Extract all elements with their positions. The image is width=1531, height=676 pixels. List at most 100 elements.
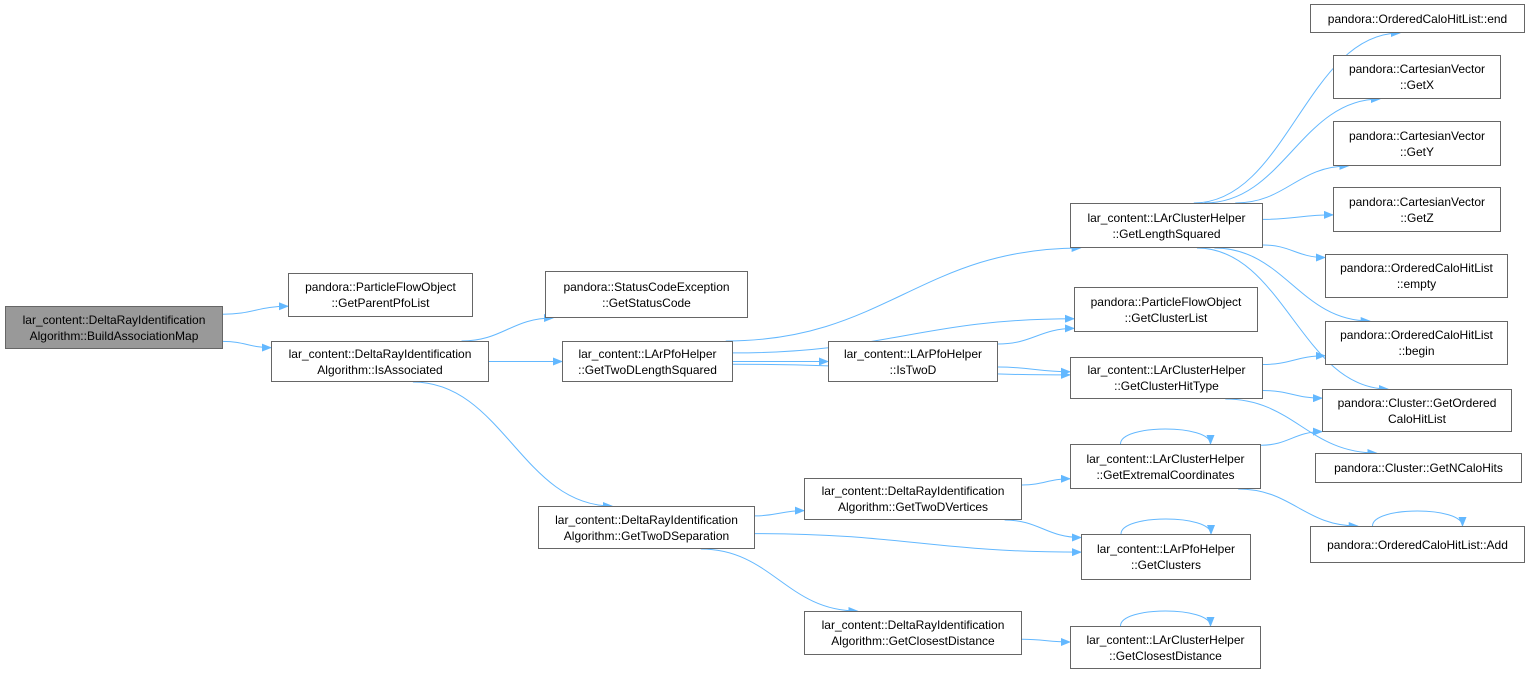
function-node-n18[interactable]: pandora::CartesianVector::GetZ (1333, 187, 1501, 232)
call-edge (754, 506, 805, 517)
function-node-n19[interactable]: pandora::OrderedCaloHitList::empty (1325, 254, 1508, 298)
call-edge (1260, 427, 1323, 446)
call-edge (1262, 210, 1334, 220)
function-node-label: pandora::OrderedCaloHitList (1340, 328, 1493, 342)
function-node-label: Algorithm::GetClosestDistance (831, 634, 995, 648)
call-edge (1262, 390, 1323, 403)
function-node-n16[interactable]: pandora::CartesianVector::GetX (1333, 55, 1501, 99)
call-edge (1204, 95, 1381, 204)
function-node-label: ::GetX (1399, 78, 1434, 92)
function-node-label: pandora::OrderedCaloHitList (1340, 261, 1493, 275)
call-edge (1372, 510, 1467, 527)
function-node-label: pandora::ParticleFlowObject (305, 280, 456, 294)
function-node-n13[interactable]: lar_content::LArPfoHelper::GetClusters (1081, 534, 1251, 580)
function-node-label: pandora::CartesianVector (1348, 62, 1486, 76)
call-edge (1214, 247, 1371, 325)
function-node-label: ::GetY (1399, 144, 1434, 159)
function-node-label: lar_content::DeltaRayIdentification (22, 312, 206, 327)
call-edge (754, 533, 1082, 557)
function-node-label: lar_content::LArPfoHelper (1096, 542, 1236, 556)
function-node-label: pandora::CartesianVector (1348, 194, 1486, 209)
function-node-label: ::GetParentPfoList (331, 296, 430, 310)
function-node-label: pandora::Cluster::GetNCaloHits (1334, 461, 1503, 475)
call-edge (725, 244, 1082, 342)
function-node-label: Algorithm::BuildAssociationMap (29, 328, 199, 343)
function-node-label: lar_content::DeltaRayIdentification (555, 512, 738, 527)
call-edge (1004, 519, 1082, 542)
function-node-label: CaloHitList (1387, 411, 1447, 426)
function-node-label: lar_content::DeltaRayIdentification (288, 346, 472, 361)
call-edge (1225, 398, 1378, 457)
function-node-n20[interactable]: pandora::OrderedCaloHitList::begin (1325, 321, 1508, 365)
function-node-n15[interactable]: pandora::OrderedCaloHitList::end (1310, 4, 1525, 33)
call-edge (1196, 247, 1389, 393)
function-node-label: Algorithm::GetTwoDVertices (837, 500, 989, 514)
call-edge (1262, 244, 1326, 262)
call-edge (1120, 610, 1215, 627)
function-node-label: ::GetClusterList (1124, 310, 1208, 325)
function-node-n1[interactable]: pandora::ParticleFlowObject::GetParentPf… (288, 273, 473, 317)
function-node-label: ::GetLengthSquared (1112, 226, 1221, 241)
function-node-label: pandora::OrderedCaloHitList::Add (1327, 537, 1508, 552)
function-node-n17[interactable]: pandora::CartesianVector::GetY (1333, 121, 1501, 166)
function-node-n22[interactable]: pandora::Cluster::GetNCaloHits (1315, 453, 1522, 483)
function-node-label: ::GetClusters (1130, 558, 1202, 572)
function-node-n23[interactable]: pandora::OrderedCaloHitList::Add (1310, 526, 1525, 563)
function-node-label: lar_content::LArPfoHelper (843, 346, 983, 361)
call-edge (222, 340, 272, 352)
call-edge (1193, 29, 1401, 204)
function-node-label: ::GetClusterHitType (1114, 379, 1219, 393)
call-edge (1262, 351, 1326, 365)
call-edge (222, 302, 289, 315)
function-node-label: pandora::OrderedCaloHitList::end (1327, 11, 1508, 26)
function-node-label: ::begin (1398, 344, 1435, 358)
function-node-n14[interactable]: lar_content::LArClusterHelper::GetCloses… (1070, 626, 1261, 669)
call-edge (1021, 638, 1071, 647)
call-edge (997, 366, 1071, 376)
function-node-label: ::empty (1396, 277, 1437, 291)
function-node-label: lar_content::DeltaRayIdentification (821, 618, 1005, 632)
function-node-label: pandora::StatusCodeException (563, 279, 730, 294)
call-edge (1235, 162, 1350, 204)
function-node-n8[interactable]: pandora::ParticleFlowObject::GetClusterL… (1074, 287, 1258, 332)
function-node-label: ::GetExtremalCoordinates (1096, 467, 1235, 482)
function-node-label: lar_content::LArPfoHelper (578, 346, 717, 361)
call-edge (700, 548, 859, 615)
call-edge (1021, 474, 1071, 486)
function-node-label: lar_content::LArClusterHelper (1087, 363, 1246, 377)
call-edge (461, 314, 555, 342)
function-node-label: ::GetClosestDistance (1109, 648, 1222, 663)
function-node-n4[interactable]: lar_content::LArPfoHelper::GetTwoDLength… (562, 341, 733, 382)
function-node-label: pandora::CartesianVector (1348, 128, 1486, 143)
function-node-n9[interactable]: lar_content::LArClusterHelper::GetCluste… (1070, 357, 1263, 399)
call-edge (1120, 428, 1215, 445)
call-edge (1238, 488, 1359, 530)
function-node-n7[interactable]: lar_content::LArClusterHelper::GetLength… (1070, 203, 1263, 248)
call-edge (412, 381, 613, 510)
function-node-label: lar_content::LArClusterHelper (1087, 210, 1246, 225)
call-edge (997, 324, 1075, 345)
function-node-label: lar_content::DeltaRayIdentification (821, 484, 1005, 498)
function-node-n3[interactable]: pandora::StatusCodeException::GetStatusC… (545, 271, 748, 318)
function-node-label: ::GetZ (1400, 210, 1434, 225)
function-node-label: lar_content::LArClusterHelper (1086, 451, 1245, 466)
call-edge (1120, 518, 1215, 535)
function-node-label: ::GetTwoDLengthSquared (578, 362, 717, 377)
function-node-label: Algorithm::IsAssociated (317, 362, 443, 377)
function-node-label: ::IsTwoD (889, 362, 937, 377)
function-node-label: pandora::Cluster::GetOrdered (1337, 395, 1497, 410)
call-edge (732, 314, 1075, 354)
function-node-label: lar_content::LArClusterHelper (1086, 632, 1245, 647)
function-node-n12[interactable]: lar_content::LArClusterHelper::GetExtrem… (1070, 444, 1261, 489)
function-node-label: pandora::ParticleFlowObject (1090, 294, 1242, 309)
function-node-label: Algorithm::GetTwoDSeparation (563, 528, 730, 543)
function-node-n6[interactable]: lar_content::LArPfoHelper::IsTwoD (828, 341, 998, 382)
